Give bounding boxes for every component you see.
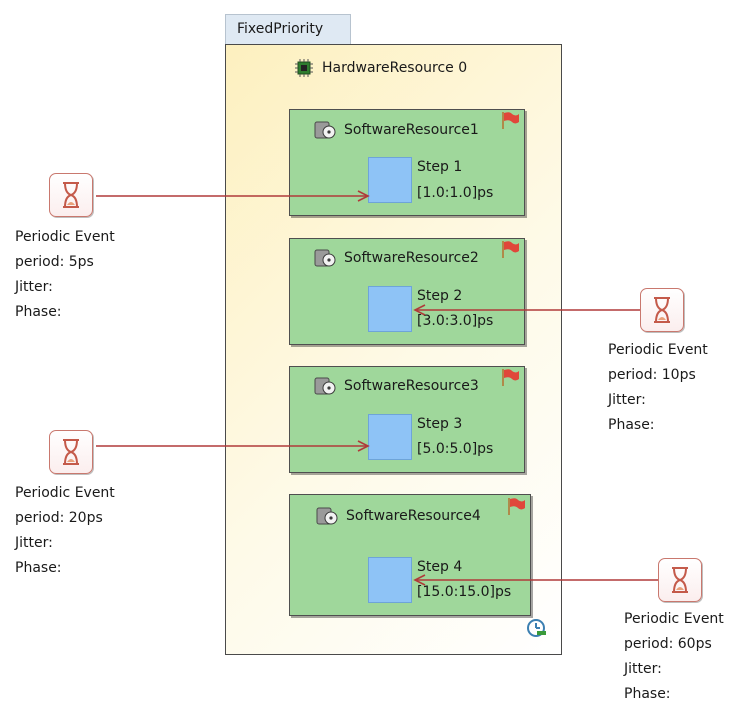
arrowhead	[357, 440, 370, 452]
step-name: Step 4	[417, 559, 463, 575]
flag-icon	[502, 241, 519, 258]
event-phase: Phase:	[15, 304, 62, 320]
step-name: Step 1	[417, 159, 463, 175]
arrowhead	[357, 190, 370, 202]
event-jitter: Jitter:	[624, 661, 662, 677]
flag-icon	[508, 498, 525, 515]
step-range: [5.0:5.0]ps	[417, 441, 494, 457]
event-phase: Phase:	[15, 560, 62, 576]
scheduler-label: FixedPriority	[237, 21, 324, 37]
event-period: period: 20ps	[15, 510, 103, 526]
cpu-disk-icon	[314, 377, 336, 395]
arrowhead	[413, 304, 426, 316]
event-title: Periodic Event	[608, 342, 708, 358]
event-period: period: 60ps	[624, 636, 712, 652]
step-name: Step 2	[417, 288, 463, 304]
software-resource-label: SoftwareResource3	[344, 378, 479, 394]
hourglass-icon	[63, 439, 79, 465]
arrowhead	[413, 574, 426, 586]
periodic-event-1[interactable]	[49, 173, 93, 217]
cpu-disk-icon	[316, 507, 338, 525]
cpu-disk-icon	[314, 249, 336, 267]
chip-icon	[295, 59, 313, 77]
flag-icon	[502, 369, 519, 386]
event-phase: Phase:	[608, 417, 655, 433]
hourglass-icon	[654, 297, 670, 323]
periodic-event-4[interactable]	[658, 558, 702, 602]
scheduler-tab[interactable]: FixedPriority	[225, 14, 351, 44]
event-jitter: Jitter:	[608, 392, 646, 408]
step-box[interactable]	[368, 557, 412, 603]
step-name: Step 3	[417, 416, 463, 432]
step-range: [3.0:3.0]ps	[417, 313, 494, 329]
event-phase: Phase:	[624, 686, 671, 702]
hourglass-icon	[672, 567, 688, 593]
event-jitter: Jitter:	[15, 535, 53, 551]
clock-icon	[527, 619, 546, 637]
step-range: [1.0:1.0]ps	[417, 185, 494, 201]
step-range: [15.0:15.0]ps	[417, 584, 512, 600]
event-title: Periodic Event	[624, 611, 724, 627]
hardware-label: HardwareResource 0	[322, 60, 468, 76]
periodic-event-3[interactable]	[49, 430, 93, 474]
event-jitter: Jitter:	[15, 279, 53, 295]
software-resource-label: SoftwareResource2	[344, 250, 479, 266]
step-box[interactable]	[368, 414, 412, 460]
event-title: Periodic Event	[15, 229, 115, 245]
periodic-event-2[interactable]	[640, 288, 684, 332]
step-box[interactable]	[368, 286, 412, 332]
software-resource-label: SoftwareResource4	[346, 508, 481, 524]
event-period: period: 10ps	[608, 367, 696, 383]
cpu-disk-icon	[314, 121, 336, 139]
step-box[interactable]	[368, 157, 412, 203]
flag-icon	[502, 112, 519, 129]
hourglass-icon	[63, 182, 79, 208]
event-title: Periodic Event	[15, 485, 115, 501]
software-resource-label: SoftwareResource1	[344, 122, 479, 138]
event-period: period: 5ps	[15, 254, 94, 270]
